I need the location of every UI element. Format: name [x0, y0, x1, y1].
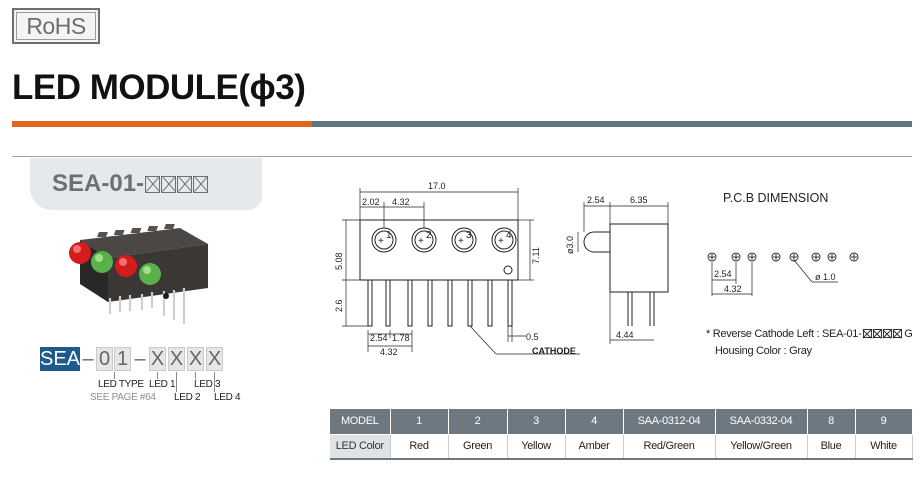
placeholder-box-icon: [193, 175, 209, 193]
led-type-label: LED TYPE: [98, 379, 144, 390]
header-cell: SAA-0332-04: [715, 409, 808, 435]
page-title: LED MODULE(ϕ3): [12, 68, 306, 107]
dim-side-bottom: 4.44: [616, 330, 634, 340]
header-cell: 3: [507, 409, 566, 435]
header-label: MODEL: [330, 409, 391, 435]
led-color-table: MODEL 1 2 3 4 SAA-0312-04 SAA-0332-04 8 …: [330, 409, 913, 460]
led3-label: LED 3: [194, 379, 221, 390]
cathode-label: CATHODE: [532, 346, 576, 356]
code-led4-digit: X: [206, 347, 223, 371]
led-number: 2: [426, 230, 432, 241]
pcb-group: 4.32: [724, 284, 742, 294]
header-cell: 1: [390, 409, 449, 435]
table-cell: Amber: [565, 434, 624, 460]
placeholder-box-icon: [161, 175, 177, 193]
placeholder-box-icon: [177, 175, 193, 193]
placeholder-box-icon: [145, 175, 161, 193]
code-dash: –: [134, 347, 146, 370]
rohs-text: RoHS: [26, 12, 86, 39]
table-cell: Blue: [807, 434, 856, 460]
dim-pitch-a: 2.54: [370, 333, 388, 343]
leader-line: [195, 372, 196, 379]
table-cell: White: [855, 434, 913, 460]
note-text: G: [904, 328, 913, 340]
code-type-digit: 0: [96, 347, 113, 371]
led1-label: LED 1: [149, 379, 176, 390]
pcb-title: P.C.B DIMENSION: [723, 191, 828, 205]
dim-pin-width: 0.5: [526, 332, 539, 342]
dim-d1: 2.02: [362, 197, 380, 207]
leader-line: [114, 372, 115, 379]
section-divider: [12, 156, 912, 157]
row-label: LED Color: [330, 434, 391, 460]
led-number: 1: [386, 230, 392, 241]
code-type-digit: 1: [114, 347, 131, 371]
leader-line: [157, 372, 158, 379]
led-number: 3: [466, 230, 472, 241]
table-cell: Yellow/Green: [715, 434, 808, 460]
table-cell: Yellow: [507, 434, 566, 460]
model-prefix: SEA-01-: [52, 170, 145, 197]
placeholder-box-icon: [892, 329, 902, 338]
header-cell: 9: [855, 409, 913, 435]
side-view: 2.54 6.35 ø3.0 4.44: [565, 195, 669, 344]
dim-pitch-b: 1.78: [392, 333, 410, 343]
front-view: ++++ 1 2 3 4 17.0 2.02 4.32 5.0: [334, 181, 580, 357]
model-tab: SEA-01-: [30, 158, 262, 210]
product-photo: [69, 224, 208, 324]
led2-label: LED 2: [174, 392, 201, 403]
leader-line: [214, 372, 215, 392]
dim-overall: 17.0: [428, 181, 446, 191]
placeholder-box-icon: [862, 329, 872, 338]
note-housing-color: Housing Color : Gray: [715, 345, 812, 357]
leader-line: [176, 372, 177, 392]
title-underline: [312, 121, 912, 127]
code-dash: –: [82, 347, 94, 370]
note-text: * Reverse Cathode Left : SEA-01-: [706, 328, 862, 340]
dim-height2: 7.11: [531, 247, 541, 264]
svg-text:+: +: [498, 236, 504, 247]
placeholder-box-icon: [872, 329, 882, 338]
table-cell: Red/Green: [623, 434, 716, 460]
header-cell: 2: [448, 409, 508, 435]
notes: * Reverse Cathode Left : SEA-01- G Housi…: [706, 326, 913, 360]
table-cell: Green: [448, 434, 508, 460]
code-led2-digit: X: [168, 347, 185, 371]
code-led3-digit: X: [187, 347, 204, 371]
placeholder-box-icon: [882, 329, 892, 338]
see-page-label: SEE PAGE #64: [90, 392, 156, 403]
table-cell: Red: [390, 434, 449, 460]
table-header-row: MODEL 1 2 3 4 SAA-0312-04 SAA-0332-04 8 …: [330, 409, 913, 435]
dim-height: 5.08: [334, 252, 344, 270]
note-reverse-cathode: * Reverse Cathode Left : SEA-01- G: [706, 326, 913, 343]
header-cell: 4: [565, 409, 624, 435]
dimension-drawing: ++++ 1 2 3 4 17.0 2.02 4.32 5.0: [334, 181, 859, 357]
dim-d2: 4.32: [392, 197, 410, 207]
header-cell: 8: [807, 409, 856, 435]
dim-pin-length: 2.6: [334, 299, 344, 312]
dim-side-w2: 6.35: [630, 195, 648, 205]
dim-side-dia: ø3.0: [565, 236, 575, 254]
code-prefix: SEA: [39, 347, 81, 371]
dim-pitch-c: 4.32: [380, 347, 398, 357]
header-cell: SAA-0312-04: [623, 409, 716, 435]
svg-text:+: +: [378, 236, 384, 247]
code-led1-digit: X: [149, 347, 166, 371]
svg-text:+: +: [418, 236, 424, 247]
svg-text:+: +: [458, 236, 464, 247]
title-underline-accent: [12, 121, 312, 127]
led4-label: LED 4: [214, 392, 241, 403]
pcb-dimension: P.C.B DIMENSION 2.54 4.32 ø 1.0: [707, 191, 859, 296]
pcb-pitch: 2.54: [714, 269, 732, 279]
pcb-hole: ø 1.0: [815, 272, 836, 282]
led-number: 4: [506, 230, 512, 241]
rohs-badge: RoHS: [12, 8, 100, 44]
table-row: LED Color Red Green Yellow Amber Red/Gre…: [330, 434, 913, 460]
dim-side-w1: 2.54: [587, 195, 605, 205]
